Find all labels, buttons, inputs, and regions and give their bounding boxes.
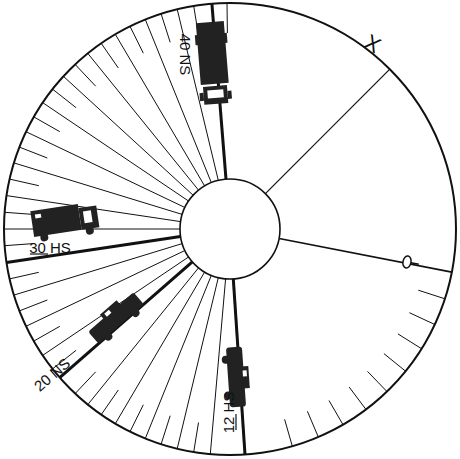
spoke-line (384, 354, 406, 372)
spoke-line (19, 147, 47, 158)
spoke-line (329, 401, 343, 425)
spoke-line (34, 117, 60, 132)
spoke-line (14, 163, 182, 215)
vehicle-label: 40 NS (178, 33, 193, 75)
spoke-line (43, 257, 189, 355)
spoke-line (161, 14, 170, 43)
marker-symbol (402, 255, 420, 270)
spoke-line (34, 326, 60, 341)
spoke-line (101, 43, 118, 68)
spoke-line (60, 262, 193, 378)
spoke-line (130, 405, 143, 432)
outer-circle (4, 3, 456, 455)
spoke-line (307, 411, 318, 437)
spoke-line (409, 313, 434, 325)
spoke-line (19, 300, 47, 311)
spoke-line (177, 278, 218, 449)
spoke-line (10, 272, 39, 279)
spoke-line (10, 179, 39, 186)
spoke-group (4, 3, 452, 455)
spoke-line (5, 212, 35, 214)
spoke-line (418, 290, 445, 299)
spoke-line (161, 416, 170, 445)
spoke-line (398, 334, 422, 349)
spoke-line (75, 64, 96, 86)
spoke-line (279, 239, 452, 273)
spoke-line (53, 89, 77, 108)
spoke-line (194, 423, 199, 453)
spoke-line (130, 26, 143, 53)
truck-top (194, 21, 232, 105)
vehicle-label: 12 HS (221, 391, 236, 433)
vehicle-label: 30 HS (29, 240, 71, 255)
spoke-line (145, 275, 211, 438)
spoke-line (265, 69, 389, 193)
spoke-line (43, 103, 189, 201)
spoke-line (115, 272, 204, 424)
spoke-line (75, 372, 96, 394)
spoke-line (349, 387, 366, 409)
spoke-line (63, 76, 193, 195)
inner-circle (180, 179, 280, 279)
truck-left (30, 201, 100, 242)
spoke-line (101, 390, 118, 415)
spoke-line (368, 371, 388, 391)
spoke-line (26, 132, 185, 208)
car-lower-left (85, 289, 147, 348)
sector-mark: X (360, 31, 384, 57)
spoke-line (227, 3, 228, 33)
spoke-line (285, 419, 293, 446)
spoke-line (7, 236, 181, 262)
vehicle-label: 20 NS (31, 355, 72, 394)
